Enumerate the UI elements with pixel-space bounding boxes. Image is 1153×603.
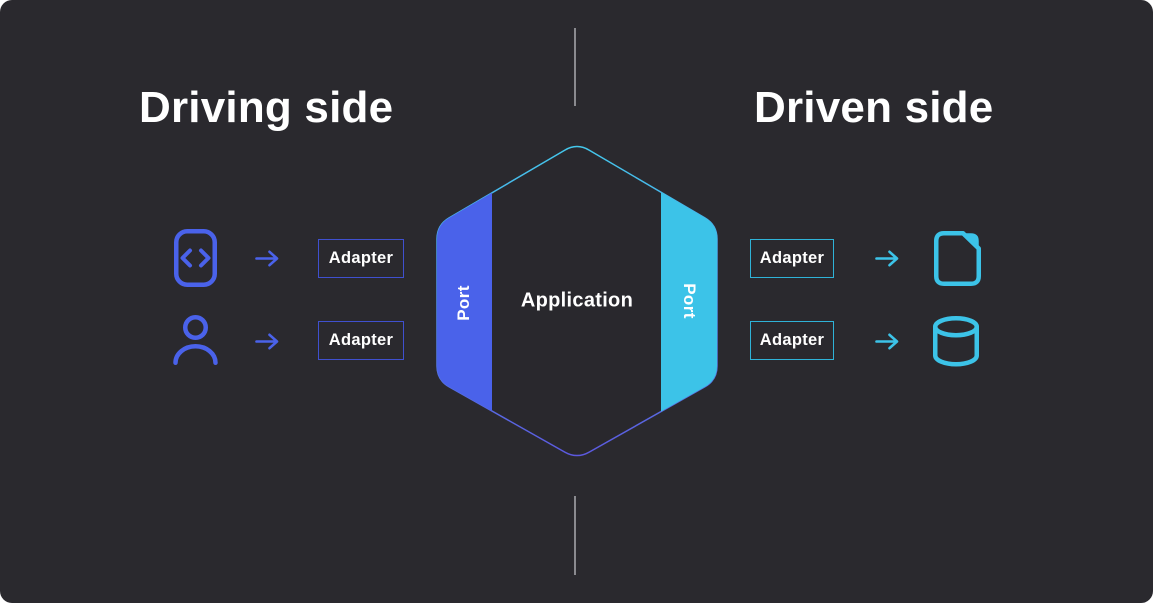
- document-icon: [934, 231, 981, 286]
- hexagon-application-boundary: [436, 145, 718, 457]
- adapter-label: Adapter: [328, 249, 394, 267]
- left-port-label: Port: [454, 285, 473, 321]
- driven-adapter-box-1: Adapter: [750, 239, 834, 278]
- driving-adapter-box-1: Adapter: [318, 239, 404, 278]
- driving-side-heading: Driving side: [139, 83, 394, 132]
- adapter-label: Adapter: [759, 249, 825, 267]
- driven-adapter-box-2: Adapter: [750, 321, 834, 360]
- right-port-label: Port: [680, 283, 699, 319]
- database-icon: [933, 316, 979, 367]
- user-icon: [173, 315, 218, 365]
- arrow-right-icon: [255, 333, 279, 350]
- arrow-right-icon: [875, 333, 899, 350]
- top-divider-line: [574, 28, 576, 106]
- arrow-right-icon: [875, 250, 899, 267]
- code-window-icon: [174, 229, 217, 287]
- driven-side-heading: Driven side: [754, 83, 994, 132]
- adapter-label: Adapter: [328, 331, 394, 349]
- driving-adapter-box-2: Adapter: [318, 321, 404, 360]
- arrow-right-icon: [255, 250, 279, 267]
- adapter-label: Adapter: [759, 331, 825, 349]
- bottom-divider-line: [574, 496, 576, 575]
- application-label: Application: [520, 289, 634, 312]
